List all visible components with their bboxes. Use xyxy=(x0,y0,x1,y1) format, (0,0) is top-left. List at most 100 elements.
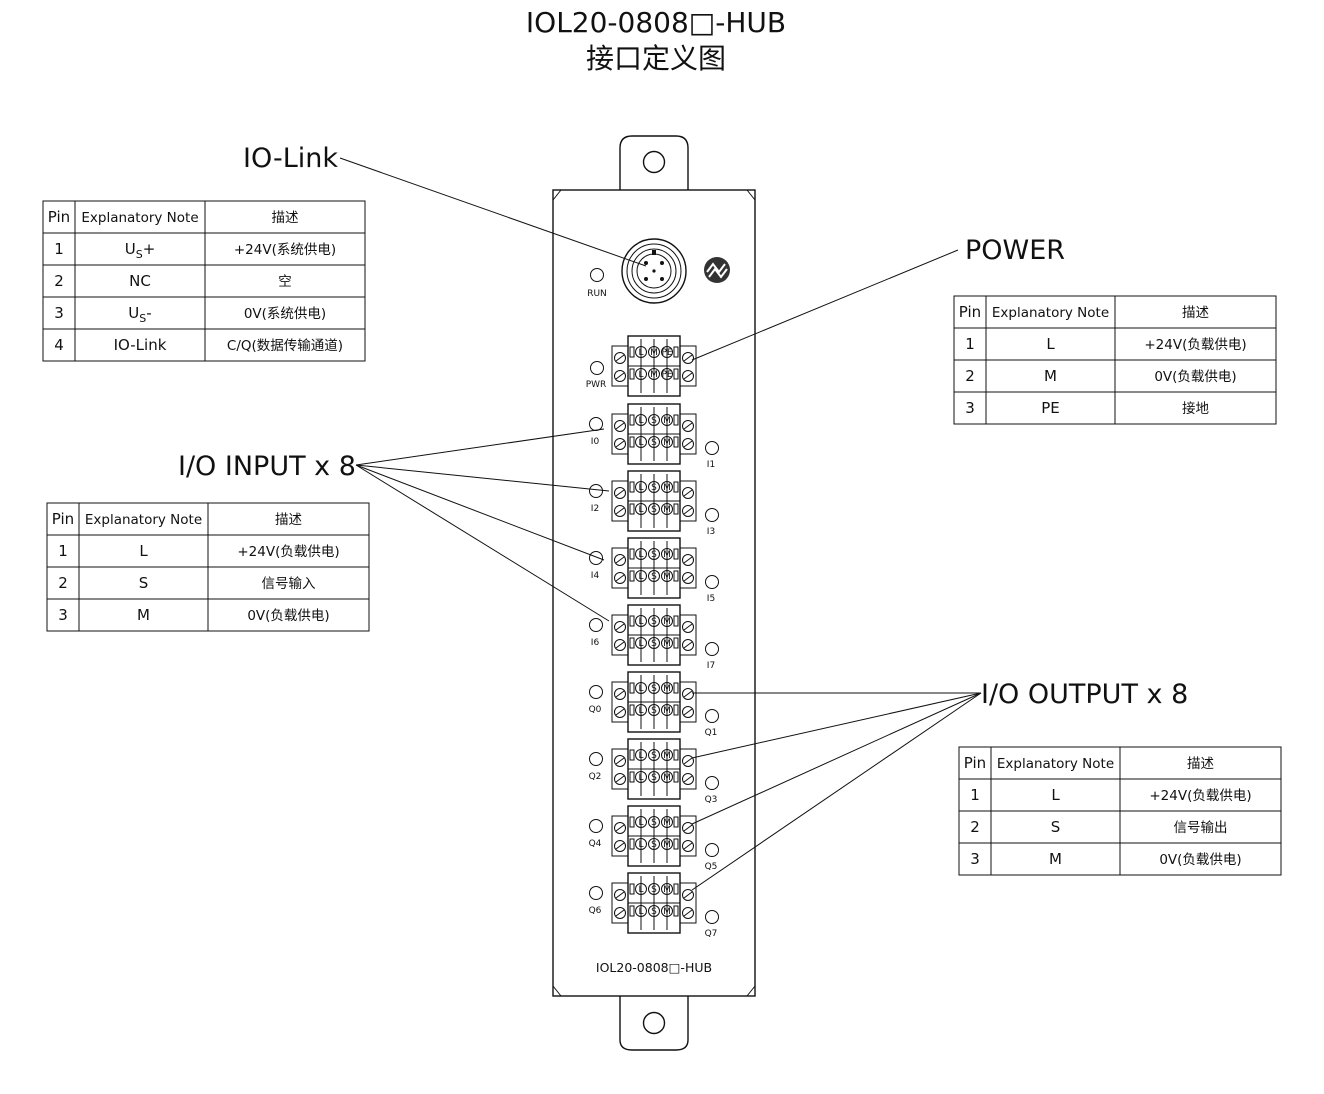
terminal-pin-label: L xyxy=(638,483,643,493)
terminal-screw-icon xyxy=(614,370,626,382)
channel-led-label: I4 xyxy=(591,571,600,581)
run-led-label: RUN xyxy=(587,289,607,299)
terminal-screw-icon xyxy=(614,572,626,584)
terminal-pin-label: M xyxy=(663,438,671,448)
pin-number: 4 xyxy=(54,336,64,354)
channel-led xyxy=(705,910,719,924)
terminal-screw-icon xyxy=(682,370,694,382)
header-explanatory-note: Explanatory Note xyxy=(992,305,1109,321)
pin-description: 0V(负载供电) xyxy=(247,608,329,624)
terminal-pin-label: L xyxy=(638,572,643,582)
terminal-screw-icon xyxy=(682,755,694,767)
bottom-mounting-hole xyxy=(642,1011,666,1035)
bottom-mounting-tab xyxy=(619,996,689,1051)
terminal-screw-icon xyxy=(682,352,694,364)
channel-led-label: Q7 xyxy=(705,929,718,939)
terminal-pin-label: L xyxy=(638,885,643,895)
terminal-screw-icon xyxy=(682,572,694,584)
terminal-pin-label: L xyxy=(638,818,643,828)
channel-led-label: I0 xyxy=(591,437,600,447)
terminal-pin-label: M xyxy=(663,885,671,895)
terminal-pin-label: M xyxy=(663,639,671,649)
channel-led-label: Q1 xyxy=(705,728,718,738)
pin-number: 2 xyxy=(58,574,68,592)
terminal-pin-label: L xyxy=(638,706,643,716)
leader-iolink xyxy=(339,157,647,267)
terminal-pin-label: L xyxy=(638,438,643,448)
terminal-screw-icon xyxy=(614,621,626,633)
pin-number: 1 xyxy=(965,335,975,353)
pin-note: S xyxy=(139,574,149,592)
channel-led xyxy=(705,776,719,790)
terminal-pin-label: L xyxy=(638,907,643,917)
terminal-pin-label: M xyxy=(650,348,658,358)
pin-note: L xyxy=(1046,335,1055,353)
pin-number: 1 xyxy=(58,542,68,560)
terminal-screw-icon xyxy=(682,840,694,852)
channel-led-label: I6 xyxy=(591,638,600,648)
terminal-pin-label: S xyxy=(651,907,657,917)
pin-note: NC xyxy=(129,272,151,290)
terminal-screw-icon xyxy=(682,438,694,450)
iolink-m12-connector xyxy=(621,238,687,304)
channel-led-label: I5 xyxy=(707,594,715,604)
leader-input-4 xyxy=(355,464,610,622)
pin-description: +24V(负载供电) xyxy=(1144,337,1246,353)
terminal-pin-label: M xyxy=(663,483,671,493)
label-io-input: I/O INPUT x 8 xyxy=(178,451,356,482)
device-model-label: IOL20-0808□-HUB xyxy=(596,960,712,975)
run-led xyxy=(590,268,604,282)
terminal-screw-icon xyxy=(614,487,626,499)
terminal-pin-label: S xyxy=(651,818,657,828)
terminal-pin-label: M xyxy=(663,818,671,828)
terminal-screw-icon xyxy=(682,889,694,901)
terminal-pin-label: M xyxy=(663,416,671,426)
pin-description: +24V(负载供电) xyxy=(237,544,339,560)
terminal-pin-label: S xyxy=(651,773,657,783)
leader-output-2 xyxy=(691,692,982,759)
terminal-screw-icon xyxy=(614,505,626,517)
terminal-screw-icon xyxy=(682,907,694,919)
header-explanatory-note: Explanatory Note xyxy=(81,210,198,226)
channel-led xyxy=(589,685,603,699)
terminal-screw-icon xyxy=(614,639,626,651)
terminal-pin-label: L xyxy=(638,505,643,515)
terminal-pin-label: M xyxy=(650,370,658,380)
pin-description: +24V(负载供电) xyxy=(1149,788,1251,804)
terminal-screw-icon xyxy=(614,420,626,432)
terminal-pin-label: S xyxy=(651,483,657,493)
label-power: POWER xyxy=(965,235,1065,266)
terminal-pin-label: S xyxy=(651,617,657,627)
terminal-pin-label: M xyxy=(663,572,671,582)
terminal-screw-icon xyxy=(682,621,694,633)
terminal-pin-label: M xyxy=(663,617,671,627)
top-mounting-hole xyxy=(642,150,666,174)
terminal-screw-icon xyxy=(614,688,626,700)
terminal-pin-label: L xyxy=(638,773,643,783)
channel-led-label: I3 xyxy=(707,527,715,537)
label-io-output: I/O OUTPUT x 8 xyxy=(981,679,1188,710)
pin-note: S xyxy=(1051,818,1061,836)
terminal-screw-icon xyxy=(614,554,626,566)
leader-output-4 xyxy=(691,692,982,891)
leader-output-3 xyxy=(691,692,982,825)
terminal-pin-label: L xyxy=(638,416,643,426)
header-pin: Pin xyxy=(964,754,986,772)
terminal-pin-label: S xyxy=(651,572,657,582)
terminal-pin-label: S xyxy=(651,684,657,694)
channel-led-label: Q4 xyxy=(589,839,602,849)
pin-note: M xyxy=(1044,367,1057,385)
channel-led-label: Q5 xyxy=(705,862,718,872)
channel-led-label: Q2 xyxy=(589,772,602,782)
terminal-pin-label: L xyxy=(638,751,643,761)
